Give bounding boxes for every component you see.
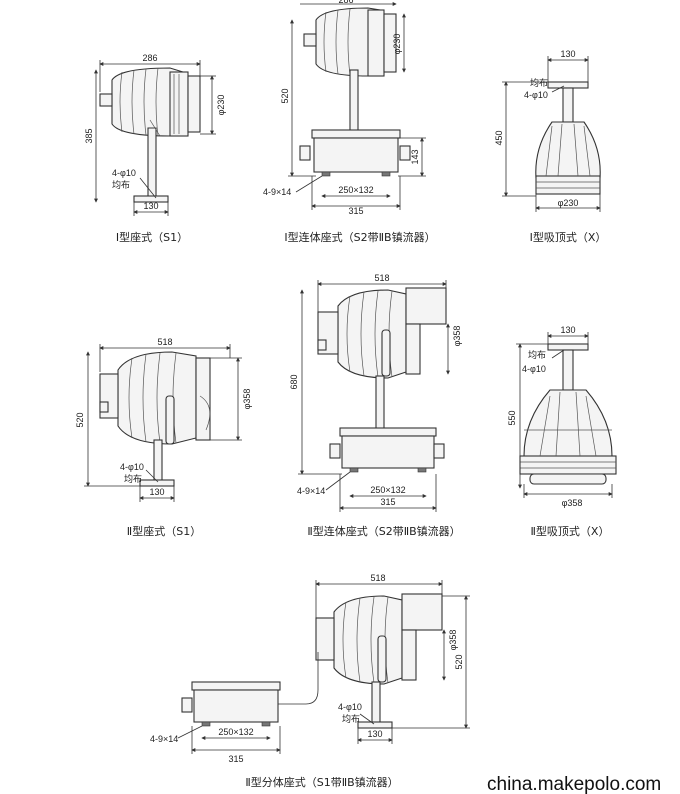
figure-type1-seat-s1: 286 385 φ230 4-φ10 均布 130 Ⅰ型座式（S1） (84, 53, 226, 244)
dimension-lines (84, 344, 242, 502)
figure-type2-integrated-seat-s2: 518 680 φ358 4-9×14 250×132 315 Ⅱ型连体座式（S… (289, 273, 462, 538)
figure-caption: Ⅰ型座式（S1） (116, 230, 188, 244)
watermark: china.makepolo.com (487, 774, 661, 794)
dim-slot: 250×132 (338, 185, 373, 195)
dim-base-width: 315 (348, 206, 363, 216)
dimension-lines (298, 280, 450, 512)
dim-base-width: 315 (380, 497, 395, 507)
figure-caption: Ⅱ型分体座式（S1带ⅡB镇流器） (245, 775, 398, 789)
dim-evenly: 均布 (112, 179, 130, 190)
dim-box-height: 143 (410, 149, 420, 164)
lamp-drawing (181, 593, 443, 729)
dim-slot: 250×132 (218, 727, 253, 737)
figure-type1-integrated-seat-s2: 286 520 φ230 143 4-9×14 250×132 315 Ⅰ型连体… (263, 0, 436, 244)
dim-base-width-ballast: 315 (228, 754, 243, 764)
figure-caption: Ⅱ型吸顶式（X） (531, 524, 610, 538)
dim-base-width: 130 (149, 487, 164, 497)
dim-diameter: φ358 (242, 389, 252, 410)
dimension-lines (502, 56, 601, 212)
dim-bolt: 4-φ10 (112, 168, 136, 178)
dim-diameter: φ358 (562, 498, 583, 508)
dim-mount-holes: 4-9×14 (297, 486, 325, 496)
dim-bolt: 4-φ10 (338, 702, 362, 712)
dim-top-width: 518 (370, 573, 385, 583)
dim-bolt: 4-φ10 (120, 462, 144, 472)
dim-diameter: φ358 (448, 630, 458, 651)
dim-top-width: 286 (142, 53, 157, 63)
figure-type2-seat-s1: 518 520 φ358 4-φ10 均布 130 Ⅱ型座式（S1） (75, 337, 252, 538)
lamp-drawing (317, 287, 447, 473)
dim-evenly: 均布 (530, 77, 548, 88)
dim-total-height: 520 (280, 88, 290, 103)
dim-base-width: 130 (367, 729, 382, 739)
lamp-drawing (519, 343, 617, 485)
figure-type1-ceiling-x: 130 均布 4-φ10 450 φ230 Ⅰ型吸顶式（X） (494, 49, 606, 244)
dimension-lines (177, 580, 470, 754)
dim-base-width: 130 (143, 201, 158, 211)
dimension-lines (94, 60, 216, 216)
figure-caption: Ⅰ型吸顶式（X） (530, 230, 607, 244)
figure-caption: Ⅱ型连体座式（S2带ⅡB镇流器） (307, 524, 460, 538)
dim-side-height: 385 (84, 128, 94, 143)
dim-diameter: φ358 (452, 326, 462, 347)
dim-evenly: 均布 (342, 713, 360, 724)
dimension-lines (288, 2, 426, 210)
dim-top-width: 286 (338, 0, 353, 5)
dimension-lines (516, 332, 613, 498)
dim-mount-holes: 4-9×14 (150, 734, 178, 744)
dim-side-height: 520 (75, 412, 85, 427)
dim-diameter: φ230 (392, 34, 402, 55)
dim-bolt: 4-φ10 (522, 364, 546, 374)
figure-caption: Ⅰ型连体座式（S2带ⅡB镇流器） (284, 230, 435, 244)
dim-evenly: 均布 (528, 349, 546, 360)
lamp-drawing (99, 67, 201, 203)
lamp-drawing (299, 7, 411, 177)
dim-total-height: 450 (494, 130, 504, 145)
dim-total-height: 680 (289, 374, 299, 389)
lamp-drawing (535, 81, 601, 195)
dim-diameter: φ230 (216, 95, 226, 116)
dim-evenly: 均布 (124, 473, 142, 484)
dim-total-height: 550 (507, 410, 517, 425)
dim-bolt: 4-φ10 (524, 90, 548, 100)
dim-top-width: 130 (560, 325, 575, 335)
dim-total-height: 520 (454, 654, 464, 669)
dim-slot: 250×132 (370, 485, 405, 495)
dim-top-width: 518 (157, 337, 172, 347)
dim-mount-holes: 4-9×14 (263, 187, 291, 197)
figure-type2-split-seat-s1: 518 φ358 520 4-φ10 均布 130 4-9×14 250×132… (150, 573, 470, 789)
dim-top-width: 518 (374, 273, 389, 283)
lamp-drawing (99, 351, 211, 487)
dim-diameter: φ230 (558, 198, 579, 208)
dim-top-width: 130 (560, 49, 575, 59)
figure-caption: Ⅱ型座式（S1） (127, 524, 201, 538)
figure-type2-ceiling-x: 130 均布 4-φ10 550 φ358 Ⅱ型吸顶式（X） (507, 325, 617, 538)
